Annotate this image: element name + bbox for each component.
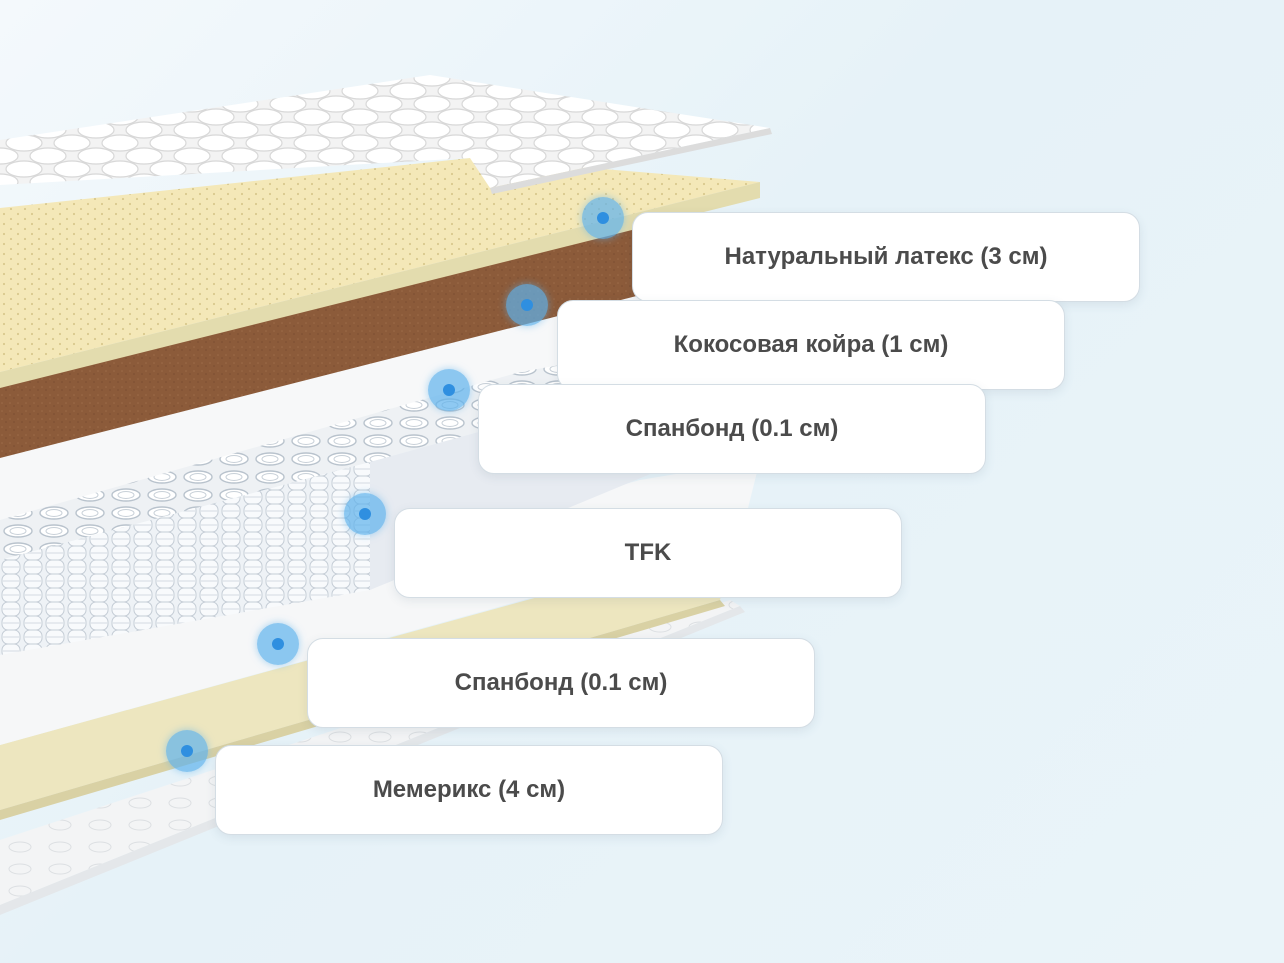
layer-label-coconut-coir: Кокосовая койра (1 см) bbox=[557, 300, 1065, 390]
coconut-coir-layer bbox=[0, 222, 660, 458]
layer-marker-icon[interactable] bbox=[257, 623, 299, 665]
natural-latex-layer bbox=[0, 158, 760, 388]
layer-marker-icon[interactable] bbox=[166, 730, 208, 772]
layer-label-upper-spunbond: Спанбонд (0.1 см) bbox=[478, 384, 986, 474]
top-cover-layer bbox=[0, 75, 772, 194]
layer-label-tfk: TFK bbox=[394, 508, 902, 598]
layer-label-memory-foam: Мемерикс (4 см) bbox=[215, 745, 723, 835]
layer-label-lower-spunbond: Спанбонд (0.1 см) bbox=[307, 638, 815, 728]
layer-marker-icon[interactable] bbox=[428, 369, 470, 411]
layer-marker-icon[interactable] bbox=[582, 197, 624, 239]
layer-marker-icon[interactable] bbox=[344, 493, 386, 535]
layer-label-natural-latex: Натуральный латекс (3 см) bbox=[632, 212, 1140, 302]
layer-marker-icon[interactable] bbox=[506, 284, 548, 326]
